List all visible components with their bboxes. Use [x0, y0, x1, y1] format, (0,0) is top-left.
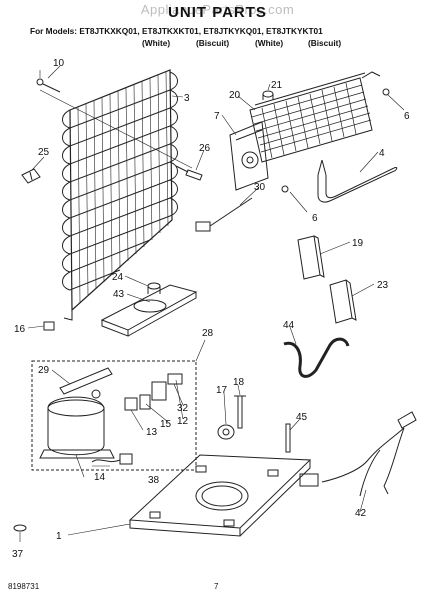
- part-32: [151, 381, 167, 401]
- callout-label: 42: [355, 508, 367, 519]
- part-12: [167, 373, 183, 385]
- grommet-21: [262, 90, 274, 100]
- tube-44: [283, 337, 350, 378]
- callout-label: 7: [214, 111, 220, 122]
- color-label-2: (Biscuit): [196, 38, 230, 48]
- callout-label: 6: [312, 213, 318, 224]
- callout-label: 10: [53, 58, 65, 69]
- callout-label: 14: [94, 472, 106, 483]
- callout-label: 29: [38, 365, 50, 376]
- condenser-coil: [62, 69, 178, 321]
- callout-label: 18: [233, 377, 245, 388]
- callout-label: 16: [14, 324, 26, 335]
- diagram-title: UNIT PARTS: [168, 4, 267, 21]
- callout-label: 45: [296, 412, 308, 423]
- callout-label: 30: [254, 182, 266, 193]
- callout-label: 17: [216, 385, 228, 396]
- color-label-3: (White): [255, 38, 284, 48]
- wire-harness-42: [299, 411, 417, 497]
- leader-line: [39, 89, 193, 169]
- color-label-4: (Biscuit): [308, 38, 342, 48]
- callout-label: 15: [160, 419, 172, 430]
- footer-part-number: 8198731: [8, 582, 40, 591]
- screw-26: [175, 165, 203, 181]
- callout-label: 43: [113, 289, 125, 300]
- callout-label: 32: [177, 403, 189, 414]
- callout-label: 1: [56, 531, 62, 542]
- callout-label: 13: [146, 427, 158, 438]
- callout-label: 25: [38, 147, 50, 158]
- callout-label: 3: [184, 93, 190, 104]
- callout-label: 19: [352, 238, 364, 249]
- callout-label: 38: [148, 475, 160, 486]
- fitting-24: [147, 282, 161, 294]
- compressor: [39, 389, 115, 459]
- clip-25: [21, 168, 41, 184]
- footer-page-number: 7: [214, 582, 219, 591]
- callout-label: 24: [112, 272, 124, 283]
- clip-16: [43, 321, 55, 331]
- callout-label: 20: [229, 90, 241, 101]
- block-19: [297, 235, 325, 280]
- relay-13: [124, 397, 138, 411]
- drain-pan-43: [100, 284, 198, 337]
- washer-37: [13, 524, 27, 532]
- callout-label: 28: [202, 328, 214, 339]
- callout-labels: 10 3 21 20 6 7 4 25 26 30 6 19 24 43 23 …: [12, 58, 410, 560]
- compressor-kit-box: [31, 360, 197, 471]
- leader-line: [195, 339, 206, 362]
- callout-label: 6: [404, 111, 410, 122]
- callout-label: 4: [379, 148, 385, 159]
- connector-30: [195, 197, 253, 232]
- evaporator-coil: [249, 71, 381, 163]
- models-line: For Models: ET8JTKXKQ01, ET8JTKXKT01, ET…: [30, 26, 323, 36]
- screw-10: [36, 70, 61, 93]
- callout-label: 26: [199, 143, 211, 154]
- screw-6b: [281, 185, 289, 193]
- callout-label: 12: [177, 416, 189, 427]
- block-23: [329, 279, 357, 324]
- part-15: [139, 394, 151, 410]
- heater-4: [317, 159, 398, 203]
- screw-18: [234, 395, 246, 429]
- callout-label: 21: [271, 80, 283, 91]
- screw-6a: [382, 88, 390, 96]
- watermark-text: AppliancePartsPros.com: [140, 2, 295, 17]
- grommet-17: [217, 424, 235, 440]
- callout-label: 44: [283, 320, 295, 331]
- color-label-1: (White): [142, 38, 171, 48]
- callout-label: 23: [377, 280, 389, 291]
- drier-29: [59, 367, 113, 395]
- callout-leaders: [27, 65, 405, 536]
- callout-label: 37: [12, 549, 24, 560]
- pin-45: [285, 423, 291, 453]
- fan-bracket-7: [229, 121, 269, 191]
- harness-38: [91, 453, 133, 465]
- base-plate-1: [128, 454, 312, 537]
